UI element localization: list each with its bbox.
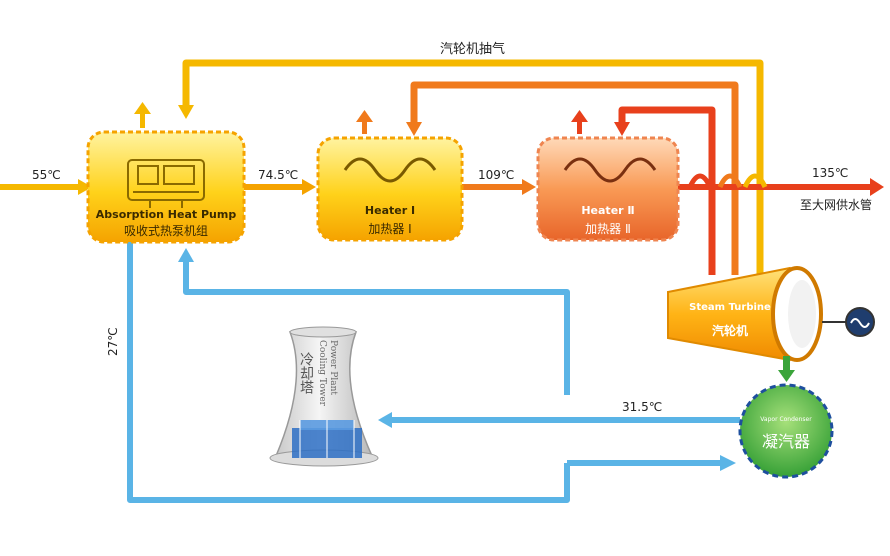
cooling-tower-internals xyxy=(292,420,362,458)
arrow-in xyxy=(78,179,92,195)
inlet-temperature: 55℃ xyxy=(32,168,61,182)
turbine-to-condenser-arrow xyxy=(778,356,795,382)
heater2-wave-icon xyxy=(563,157,657,183)
heat-pump-machine-icon xyxy=(127,159,205,208)
steam-to-heater2 xyxy=(618,106,716,275)
absorption-heat-pump-box xyxy=(86,130,246,244)
arrow-heater2-in xyxy=(614,122,630,136)
arrow-extraction-down xyxy=(178,105,194,119)
condenser-return-temperature: 31.5℃ xyxy=(622,400,663,414)
pipe-crossings xyxy=(687,173,768,189)
condenser-subtitle: 凝汽器 xyxy=(761,432,810,451)
heater2-subtitle: 加热器 Ⅱ xyxy=(585,222,631,236)
heater2-title: Heater Ⅱ xyxy=(581,204,635,217)
cooling-tower xyxy=(269,326,379,467)
steam-turbine xyxy=(667,266,823,362)
arrow-to-heatpump xyxy=(178,248,194,262)
cooling-water-pipes xyxy=(127,240,740,503)
heater1-title: Heater Ⅰ xyxy=(364,204,416,217)
return-temperature: 27℃ xyxy=(106,327,120,356)
exhaust-arrows xyxy=(134,102,588,134)
cooling-tower-title-cn: 冷却塔 xyxy=(298,352,314,394)
extraction-steam-label: 汽轮机抽气 xyxy=(440,42,506,57)
turbine-title: Steam Turbine xyxy=(689,302,771,313)
extraction-steam-pipe xyxy=(182,59,764,275)
heatpump-outlet-temperature: 74.5℃ xyxy=(258,168,299,182)
outlet-temperature: 135℃ xyxy=(812,166,849,180)
to-grid-label: 至大网供水管 xyxy=(800,198,873,212)
arrow-out xyxy=(870,178,884,196)
arrow-to-tower xyxy=(378,412,392,428)
heater1-box xyxy=(316,136,464,242)
turbine-subtitle: 汽轮机 xyxy=(711,324,748,338)
condenser xyxy=(738,383,834,479)
heat-pump-title: Absorption Heat Pump xyxy=(95,208,237,221)
heater2-box xyxy=(536,136,680,242)
arrow-h1-h2 xyxy=(522,179,536,195)
arrow-to-condenser xyxy=(720,455,736,471)
cooling-tower-title-en: Power Plant Cooling Tower xyxy=(317,340,338,406)
heater1-wave-icon xyxy=(343,157,437,183)
heat-pump-subtitle: 吸收式热泵机组 xyxy=(123,224,208,238)
heater1-subtitle: 加热器 Ⅰ xyxy=(368,222,412,236)
arrow-hp-h1 xyxy=(302,179,316,195)
generator-icon xyxy=(822,307,875,337)
condenser-title: Vapor Condenser xyxy=(760,416,812,423)
arrow-heater1-in xyxy=(406,122,422,136)
heater1-outlet-temperature: 109℃ xyxy=(478,168,515,182)
